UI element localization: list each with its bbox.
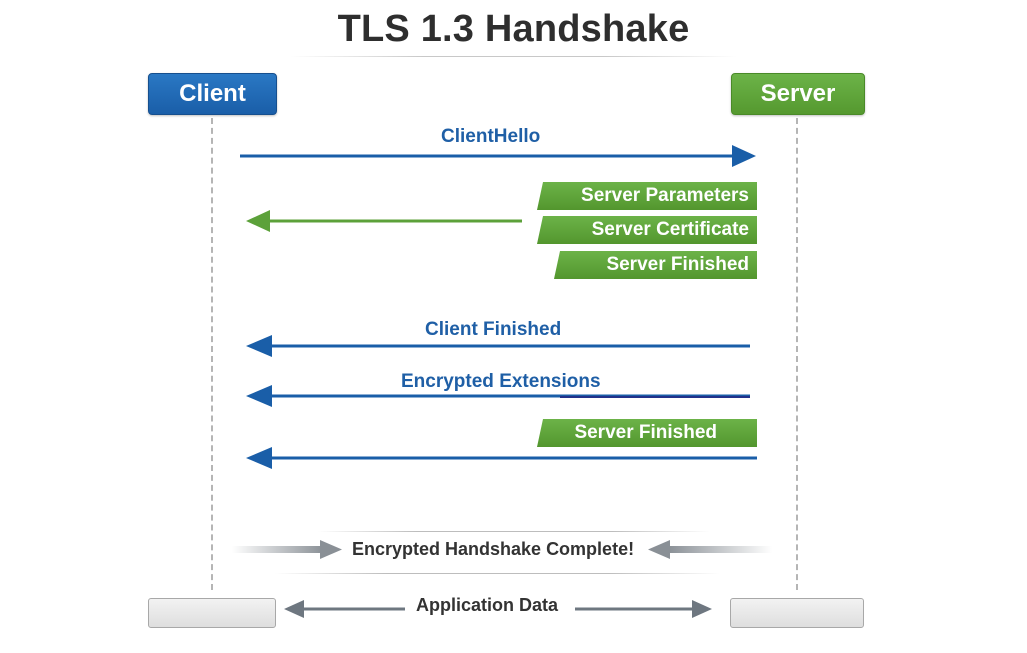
server-finished-flight-tag: Server Finished bbox=[554, 251, 757, 279]
client-hello-arrow bbox=[240, 145, 756, 167]
handshake-complete-left-arrow bbox=[232, 540, 342, 559]
diagram-title: TLS 1.3 Handshake bbox=[337, 8, 690, 50]
server-flight-arrow bbox=[246, 210, 522, 232]
server-parameters-tag: Server Parameters bbox=[537, 182, 757, 210]
client-hello-label: ClientHello bbox=[441, 126, 541, 147]
server-finished-tag: Server Finished bbox=[537, 419, 757, 447]
complete-top-rule bbox=[318, 531, 710, 532]
server-actor: Server bbox=[731, 73, 865, 115]
client-actor: Client bbox=[148, 73, 277, 115]
server-finished-arrow bbox=[246, 447, 757, 469]
title-divider bbox=[290, 56, 737, 57]
application-data-label: Application Data bbox=[416, 595, 559, 615]
complete-bottom-rule bbox=[275, 573, 720, 574]
client-end-box bbox=[148, 598, 276, 628]
server-end-box bbox=[730, 598, 864, 628]
application-data-arrow bbox=[284, 600, 712, 618]
encrypted-extensions-label: Encrypted Extensions bbox=[401, 371, 601, 392]
handshake-complete-right-arrow bbox=[648, 540, 772, 559]
client-lifeline bbox=[211, 118, 213, 590]
encrypted-extensions-arrow bbox=[246, 385, 750, 407]
server-lifeline bbox=[796, 118, 798, 590]
client-finished-arrow bbox=[246, 335, 750, 357]
client-finished-label: Client Finished bbox=[425, 319, 562, 340]
handshake-complete-label: Encrypted Handshake Complete! bbox=[352, 539, 635, 559]
server-certificate-tag: Server Certificate bbox=[537, 216, 757, 244]
